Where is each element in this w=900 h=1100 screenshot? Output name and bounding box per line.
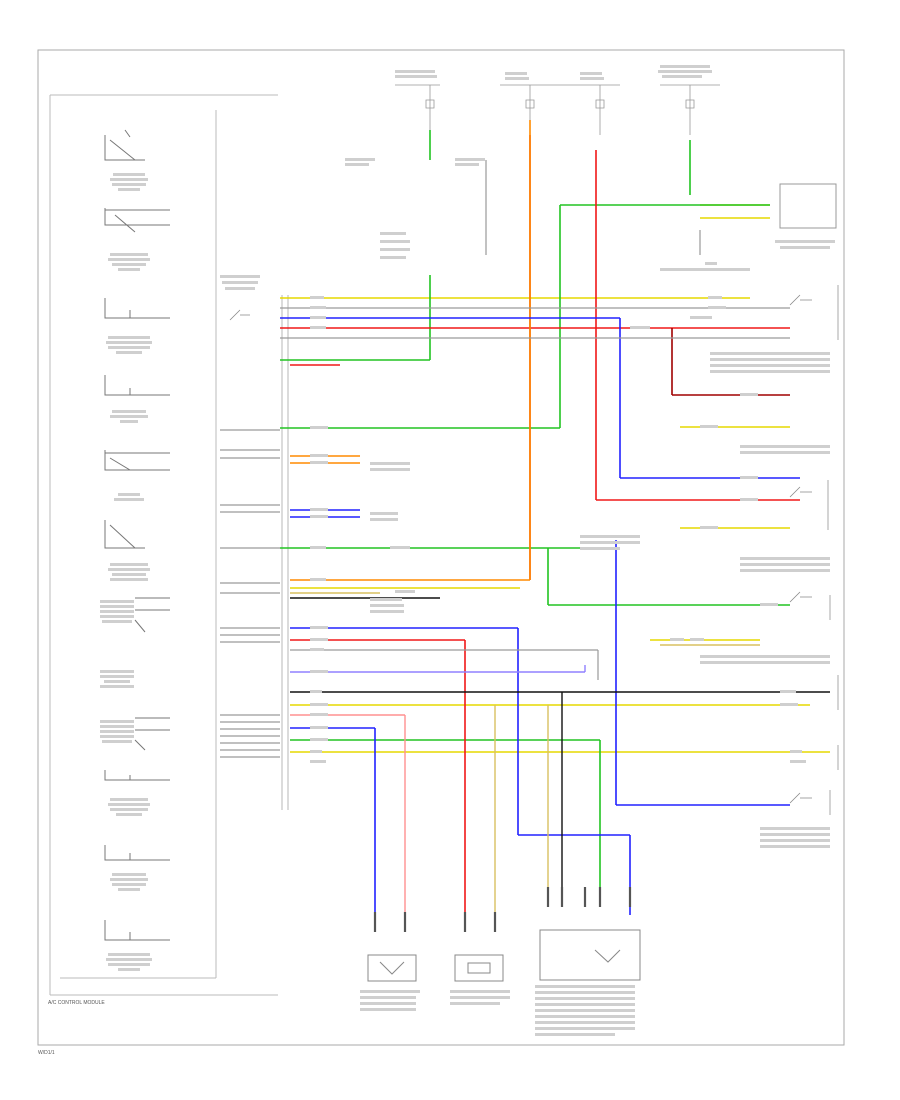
ambient-temp-sensor-symbol [104, 129, 145, 161]
fresh-air-lamp-symbol [104, 845, 170, 861]
temperature-blend-actuators [539, 929, 641, 981]
wire-gray [220, 160, 790, 758]
front-temp-sensor-symbol [134, 597, 170, 633]
rear-console-lamp-symbol [104, 920, 170, 941]
fresh-recirc-motor-symbol [104, 298, 170, 319]
wire-black [290, 597, 830, 890]
wire-blue [280, 317, 800, 915]
fuse-symbols [425, 99, 695, 109]
ac-control-module [49, 94, 278, 996]
right-connector-bracket [827, 285, 839, 815]
ac-system-lamp-symbol [104, 375, 170, 396]
ptc-heater-switch-symbol [104, 450, 170, 471]
fresh-recirc-lamp-symbol [104, 770, 170, 781]
wire-labels [220, 65, 835, 1036]
blower-motor-relay [454, 954, 504, 982]
ac-pressure-sensor [779, 183, 837, 229]
top-fuse-feeds [395, 84, 720, 135]
wire-violet [290, 665, 586, 673]
wire-darkred [671, 328, 790, 396]
connector-pin-column [281, 295, 289, 810]
page-tag: W/D1/1 [38, 1050, 55, 1056]
rear-console-sensor-symbol [104, 208, 170, 233]
mode-actuator [367, 954, 417, 982]
fresh-air-temp-sensor-symbol [104, 520, 145, 549]
wire-tan [290, 592, 760, 915]
wire-pink [290, 714, 406, 915]
footer-label: A/C CONTROL MODULE [48, 1000, 105, 1006]
left-captions [100, 173, 152, 971]
wire-red [280, 135, 800, 915]
bottom-connectors [373, 887, 632, 932]
wire-yellow [280, 204, 830, 753]
left-component-symbols [104, 129, 170, 941]
right-switch-symbols [229, 294, 812, 804]
driver-temp-sensor-symbol [134, 717, 170, 751]
diagram-border [37, 49, 845, 1046]
